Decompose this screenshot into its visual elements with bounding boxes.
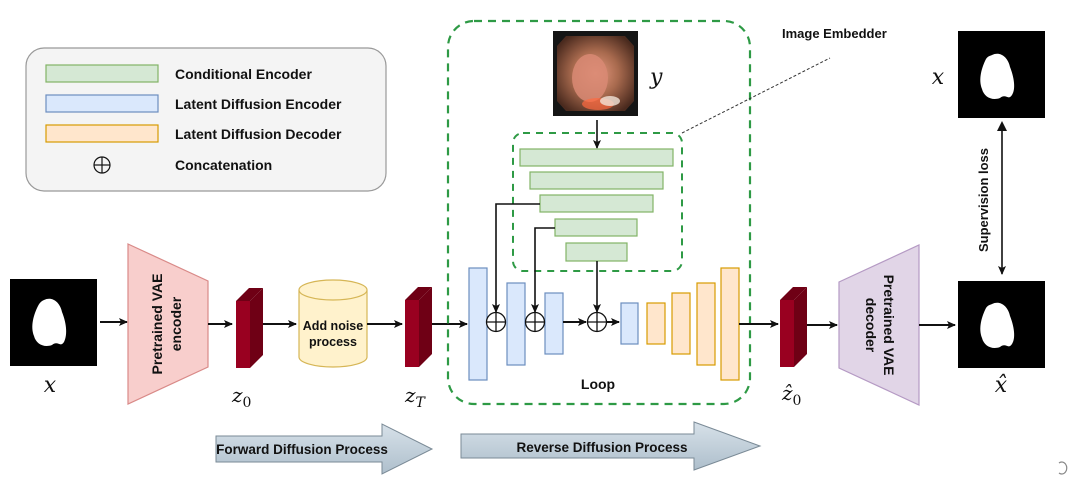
concatenation-icon <box>93 156 111 174</box>
vae-decoder-block: Pretrained VAE decoder <box>838 244 920 406</box>
z0-label: z0 <box>231 383 251 411</box>
vae-encoder-block: Pretrained VAE encoder <box>127 243 209 405</box>
enc-bottleneck <box>620 302 639 345</box>
condition-y-label: y <box>649 65 663 90</box>
legend-box <box>25 47 387 192</box>
legend: Conditional Encoder Latent Diffusion Enc… <box>25 47 387 192</box>
condition-endoscopy-image <box>553 31 638 116</box>
concat-icon-3 <box>586 311 608 333</box>
legend-swatch-latent-decoder <box>45 124 159 143</box>
z0-hat-label: ẑ0 <box>781 381 801 409</box>
input-x-label: x <box>44 373 57 398</box>
supervision-loss-label: Supervision loss <box>976 148 991 252</box>
cond-layer-4 <box>554 218 638 237</box>
corner-watermark-icon <box>1058 461 1068 475</box>
cond-layer-2 <box>529 171 664 190</box>
noise-label-line2: process <box>309 335 357 349</box>
cond-layer-5 <box>565 242 628 262</box>
legend-swatch-latent-encoder <box>45 94 159 113</box>
dec-layer-4 <box>720 267 740 381</box>
forward-diffusion-arrow: Forward Diffusion Process <box>215 423 434 475</box>
cond-layer-1 <box>519 148 674 167</box>
enc-layer-1 <box>468 267 488 381</box>
output-x-hat-label: x̂ <box>995 373 1008 398</box>
supervision-arrow-head-up <box>997 121 1007 131</box>
ground-truth-x-label: x <box>932 65 945 90</box>
loop-boundary <box>446 19 752 406</box>
vae-decoder-label-line1: Pretrained VAE <box>881 275 897 376</box>
dec-layer-3 <box>696 282 716 366</box>
dec-layer-1 <box>646 302 666 345</box>
legend-swatch-conditional-encoder <box>45 64 159 83</box>
loop-label: Loop <box>581 376 615 392</box>
enc-layer-3 <box>544 292 564 355</box>
reverse-diffusion-label: Reverse Diffusion Process <box>516 440 687 455</box>
latent-z0-hat-block <box>780 287 807 367</box>
legend-label-concatenation: Concatenation <box>175 157 272 173</box>
zT-label: zT <box>404 383 427 411</box>
output-mask-image <box>958 281 1045 368</box>
latent-diffusion-decoder <box>646 267 740 381</box>
legend-label-latent-decoder: Latent Diffusion Decoder <box>175 126 342 142</box>
legend-label-conditional-encoder: Conditional Encoder <box>175 66 312 82</box>
legend-label-latent-encoder: Latent Diffusion Encoder <box>175 96 342 112</box>
conditional-encoder-layers <box>519 148 674 262</box>
latent-zT-block <box>405 287 432 367</box>
cond-layer-3 <box>539 194 654 213</box>
image-embedder-label: Image Embedder <box>782 26 887 41</box>
condition-connections <box>492 203 601 313</box>
concat-ops <box>485 311 608 333</box>
latent-z0-block <box>236 288 263 368</box>
vae-decoder-label-line2: decoder <box>863 298 879 353</box>
noise-label-line1: Add noise <box>303 319 363 333</box>
add-noise-cylinder: Add noise process <box>298 279 368 368</box>
vae-encoder-label-line1: Pretrained VAE <box>149 274 165 375</box>
vae-encoder-label-line2: encoder <box>168 296 184 351</box>
ground-truth-mask-image <box>958 31 1045 118</box>
image-embedder-boundary <box>512 132 683 272</box>
enc-layer-2 <box>506 282 526 366</box>
forward-diffusion-label: Forward Diffusion Process <box>216 442 388 457</box>
concat-icon-2 <box>524 311 546 333</box>
image-embedder-pointer <box>681 57 831 134</box>
reverse-diffusion-arrow: Reverse Diffusion Process <box>460 421 762 471</box>
dec-layer-2 <box>671 292 691 355</box>
latent-diffusion-encoder <box>468 267 639 381</box>
input-mask-image <box>10 279 97 366</box>
concat-icon-1 <box>485 311 507 333</box>
